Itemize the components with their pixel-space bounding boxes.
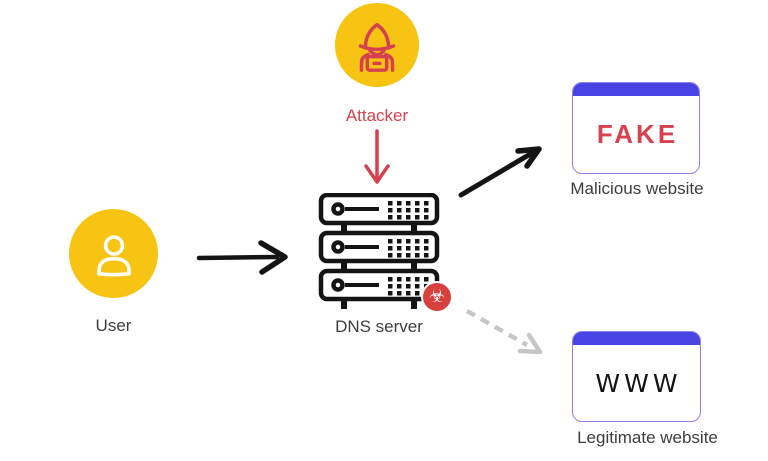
hood-brim (358, 44, 396, 52)
person-body (96, 256, 131, 276)
server-stack-icon (318, 193, 440, 309)
user-icon (69, 209, 158, 298)
biohazard-glyph: ☣ (428, 286, 446, 307)
server-unit-1 (321, 195, 437, 223)
arrow-attacker-to-dns-head (364, 164, 390, 184)
arrow-dns-to-malicious (458, 146, 542, 198)
server-unit-3 (321, 271, 437, 299)
legitimate-website-window: WWW (572, 331, 701, 422)
arrow-dns-to-legitimate (465, 309, 543, 355)
left-arm (359, 52, 371, 72)
arrow-dns-to-malicious-shaft (458, 150, 535, 198)
face-shape (368, 49, 386, 57)
arrow-dns-to-legitimate-head (517, 332, 543, 355)
user-label: User (95, 316, 132, 335)
browser-titlebar (573, 332, 700, 345)
browser-viewport: FAKE (573, 96, 699, 173)
laptop-shape (365, 54, 389, 72)
arrow-dns-to-malicious-head (515, 146, 542, 169)
server-unit-2 (321, 233, 437, 261)
attacker-label: Attacker (345, 106, 409, 125)
arrow-user-to-dns-head (258, 240, 288, 275)
malicious-website-window: FAKE (572, 82, 700, 174)
attacker-icon (335, 3, 419, 87)
arrow-attacker-to-dns (364, 129, 390, 184)
fake-text: FAKE (596, 119, 679, 149)
malicious-website-label: Malicious website (570, 179, 704, 198)
browser-viewport: WWW (573, 345, 700, 421)
www-text: WWW (595, 368, 682, 398)
hood-shape (363, 22, 391, 50)
browser-titlebar (573, 83, 699, 96)
biohazard-icon: ☣ (421, 281, 453, 313)
legitimate-website-label: Legitimate website (577, 428, 718, 447)
arrow-dns-to-legitimate-shaft (465, 309, 529, 347)
arrow-user-to-dns-shaft (196, 254, 280, 261)
arrow-user-to-dns (196, 240, 288, 275)
person-icon (96, 234, 131, 276)
dns-server-label: DNS server (335, 317, 423, 336)
right-arm (383, 52, 395, 72)
hacker-hood-icon (358, 22, 396, 72)
person-head (103, 234, 124, 256)
